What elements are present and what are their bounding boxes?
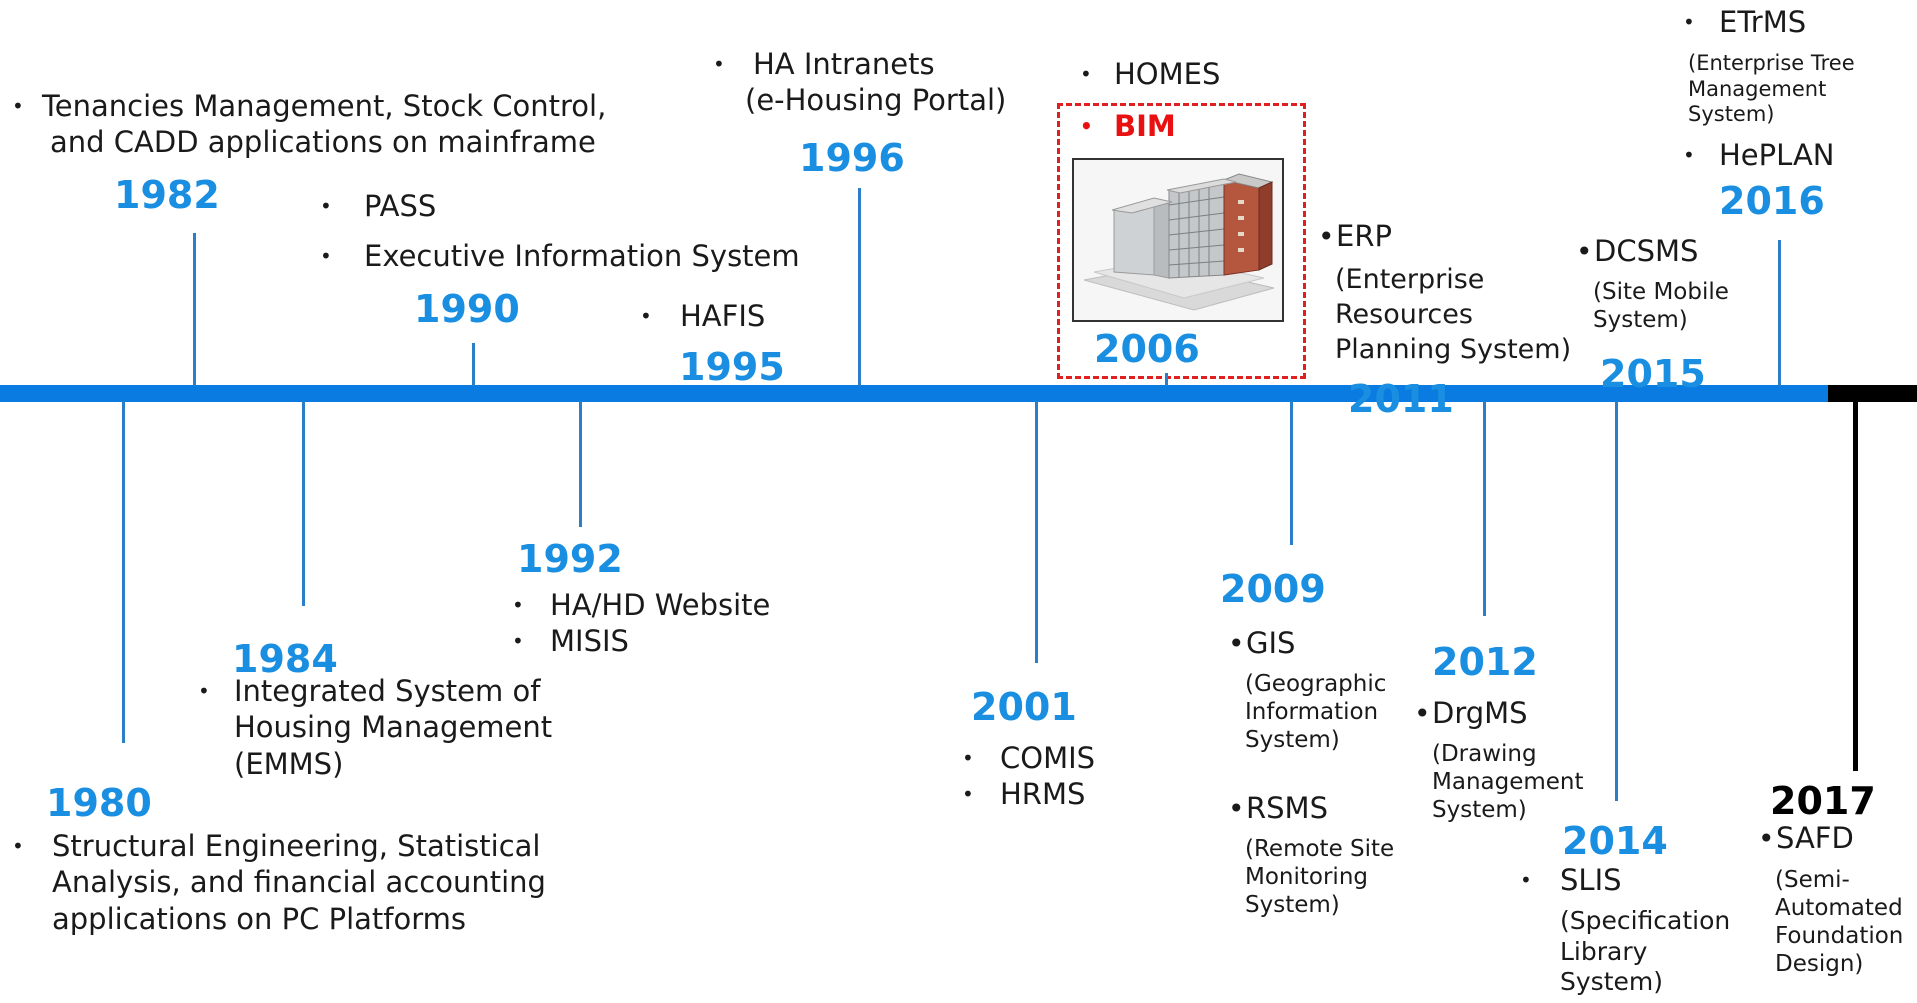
entry-2016-etrms: •ETrMS (1683, 5, 1807, 39)
entry-2011-desc: (Enterprise Resources Planning System) (1335, 264, 1572, 366)
year-label-2006: 2006 (1094, 327, 1200, 371)
connector-1984 (302, 401, 305, 606)
entry-1990-text: •PASS •Executive Information System (320, 189, 800, 274)
bullet-dot-icon: • (12, 93, 24, 118)
building-model-image (1072, 158, 1284, 322)
year-label-2016: 2016 (1719, 179, 1825, 223)
bullet-dot-icon: • (320, 193, 332, 218)
year-label-2014: 2014 (1562, 819, 1668, 863)
building-icon (1074, 160, 1282, 320)
year-label-2012: 2012 (1432, 640, 1538, 684)
bullet-dot-icon: • (713, 51, 725, 76)
bullet-dot-icon: • (1576, 235, 1593, 268)
entry-1982-text: •Tenancies Management, Stock Control, an… (12, 89, 607, 160)
year-label-1984: 1984 (232, 637, 338, 681)
year-label-1995: 1995 (679, 345, 785, 389)
bullet-dot-icon: • (12, 833, 24, 858)
connector-2012 (1483, 401, 1486, 616)
entry-2015-name: •DCSMS (1576, 234, 1699, 268)
entry-2006-bim: •BIM (1080, 109, 1176, 143)
entry-2017-name: •SAFD (1758, 821, 1854, 855)
connector-1990 (472, 343, 475, 386)
year-label-1992: 1992 (517, 537, 623, 581)
entry-2012-desc: (Drawing Management System) (1432, 741, 1584, 824)
entry-1995-text: •HAFIS (640, 299, 766, 333)
entry-1984-text: •Integrated System of Housing Management… (198, 674, 553, 781)
entry-2014-name: •SLIS (1520, 863, 1622, 897)
bullet-dot-icon: • (1758, 822, 1775, 855)
entry-2011-name: •ERP (1318, 219, 1392, 253)
connector-2017 (1853, 401, 1858, 771)
entry-1996-text: •HA Intranets (e-Housing Portal) (713, 47, 1007, 118)
year-label-2009: 2009 (1220, 567, 1326, 611)
year-label-2017: 2017 (1770, 779, 1876, 823)
year-label-1980: 1980 (46, 781, 152, 825)
bullet-dot-icon: • (962, 745, 974, 770)
bullet-dot-icon: • (1228, 627, 1245, 660)
timeline-axis (0, 385, 1830, 402)
bullet-dot-icon: • (1318, 220, 1335, 253)
timeline-axis-end (1828, 385, 1917, 402)
entry-2017-desc: (Semi- Automated Foundation Design) (1775, 867, 1904, 978)
entry-2009-gis: •GIS (1228, 626, 1296, 660)
year-label-2015: 2015 (1600, 352, 1706, 396)
connector-1980 (122, 401, 125, 743)
bullet-dot-icon: • (1683, 142, 1695, 167)
entry-2009-rsms-desc: (Remote Site Monitoring System) (1245, 836, 1395, 919)
bullet-dot-icon: • (962, 781, 974, 806)
connector-1992 (579, 401, 582, 527)
entry-1980-text: •Structural Engineering, Statistical Ana… (12, 829, 546, 936)
connector-2001 (1035, 401, 1038, 663)
entry-2016-etrms-desc: (Enterprise Tree Management System) (1688, 51, 1855, 127)
entry-2014-desc: (Specification Library System) (1560, 906, 1731, 996)
connector-1982 (193, 233, 196, 386)
entry-2001-text: •COMIS •HRMS (962, 741, 1096, 812)
bullet-dot-icon: • (640, 303, 652, 328)
connector-2016 (1778, 240, 1781, 386)
connector-2014 (1615, 401, 1618, 801)
entry-2016-heplan: •HePLAN (1683, 138, 1835, 172)
connector-1996 (858, 188, 861, 386)
year-label-2001: 2001 (971, 685, 1077, 729)
year-label-2011: 2011 (1348, 377, 1454, 421)
entry-2012-name: •DrgMS (1414, 696, 1528, 730)
bullet-dot-icon: • (1228, 792, 1245, 825)
bullet-dot-icon: • (512, 592, 524, 617)
entry-2009-gis-desc: (Geographic Information System) (1245, 671, 1387, 754)
bullet-dot-icon: • (1520, 867, 1532, 892)
bullet-dot-icon: • (1414, 697, 1431, 730)
entry-2009-rsms: •RSMS (1228, 791, 1328, 825)
year-label-1990: 1990 (414, 287, 520, 331)
entry-1992-text: •HA/HD Website •MISIS (512, 588, 771, 659)
bullet-dot-icon: • (1080, 61, 1092, 86)
bullet-dot-icon: • (512, 628, 524, 653)
year-label-1982: 1982 (114, 173, 220, 217)
bullet-dot-icon: • (1683, 9, 1695, 34)
bullet-dot-icon: • (198, 678, 210, 703)
bim-highlight-box (1057, 103, 1306, 379)
connector-2006-stem (1165, 373, 1168, 386)
entry-2006-homes: •HOMES (1080, 57, 1221, 91)
entry-2015-desc: (Site Mobile System) (1593, 279, 1729, 334)
bullet-dot-icon: • (320, 243, 332, 268)
bullet-dot-icon: • (1080, 113, 1093, 138)
year-label-1996: 1996 (799, 136, 905, 180)
connector-2009 (1290, 401, 1293, 545)
